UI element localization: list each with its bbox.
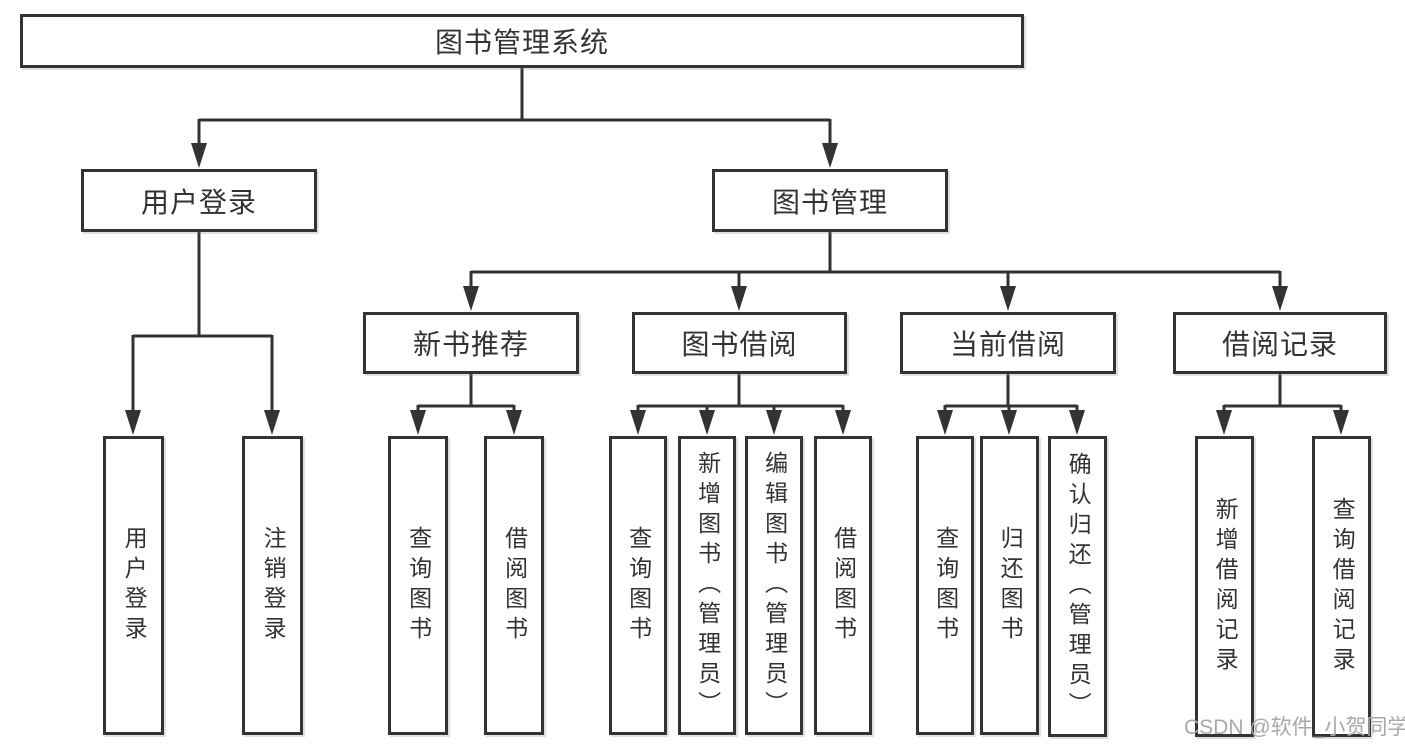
leaf-label: 用户登录 [121,525,148,646]
leaf-label: 查询图书 [625,525,652,646]
leaf-borrow-edit-books-admin: 编辑图书（管理员） [745,436,803,735]
leaf-current-return-books: 归还图书 [980,436,1039,735]
leaf-logout-login: 注销登录 [242,436,303,735]
leaf-label: 编辑图书（管理员） [761,450,788,721]
node-label: 当前借阅 [949,329,1066,360]
node-book-borrow: 图书借阅 [632,312,847,374]
node-current-borrow: 当前借阅 [900,312,1116,374]
leaf-label: 查询借阅记录 [1329,496,1356,677]
leaf-borrow-query-books: 查询图书 [609,436,667,735]
node-label: 图书管理 [771,186,888,218]
leaf-label: 归还图书 [997,525,1024,646]
leaf-label: 借阅图书 [830,525,857,646]
node-label: 用户登录 [140,186,257,218]
leaf-label: 注销登录 [260,525,287,646]
leaf-records-add-record: 新增借阅记录 [1195,436,1254,737]
leaf-label: 新增借阅记录 [1212,496,1239,677]
leaf-label: 确认归还（管理员） [1065,451,1092,722]
leaf-label: 查询图书 [932,525,959,646]
leaf-user-login: 用户登录 [103,436,164,735]
node-label: 借阅记录 [1221,329,1338,360]
leaf-recommend-borrow-books: 借阅图书 [484,436,544,735]
leaf-borrow-borrow-books: 借阅图书 [814,436,872,735]
leaf-current-confirm-return-admin: 确认归还（管理员） [1048,436,1107,737]
leaf-label: 借阅图书 [501,525,528,646]
node-root-library-system: 图书管理系统 [20,14,1024,68]
leaf-current-query-books: 查询图书 [916,436,974,735]
leaf-recommend-query-books: 查询图书 [388,436,448,735]
node-borrow-records: 借阅记录 [1173,312,1387,374]
node-user-login: 用户登录 [81,169,317,232]
leaf-label: 新增图书（管理员） [694,450,721,721]
leaf-records-query-record: 查询借阅记录 [1312,436,1371,737]
node-label: 新书推荐 [412,329,529,360]
leaf-borrow-add-books-admin: 新增图书（管理员） [678,436,736,735]
node-book-management: 图书管理 [712,169,948,232]
node-label: 图书管理系统 [434,27,609,58]
node-label: 图书借阅 [681,329,798,360]
node-new-book-recommend: 新书推荐 [363,312,579,374]
csdn-watermark: CSDN @软件_小贺同学 [1184,716,1405,739]
leaf-label: 查询图书 [405,525,432,646]
